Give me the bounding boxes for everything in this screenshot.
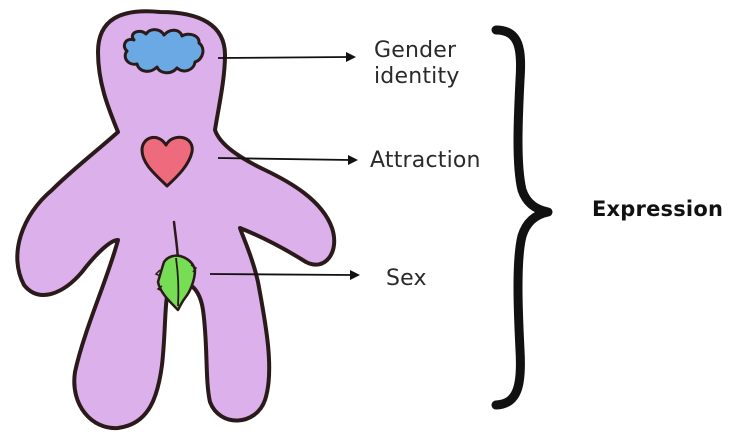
label-expression: Expression xyxy=(592,196,723,222)
label-gender-identity-line2: identity xyxy=(374,64,460,90)
curly-brace xyxy=(496,30,548,405)
body-silhouette xyxy=(17,11,334,428)
label-gender-identity-line1: Gender xyxy=(374,38,460,64)
label-gender-identity: Gender identity xyxy=(374,38,460,90)
label-attraction: Attraction xyxy=(370,148,481,174)
label-sex: Sex xyxy=(386,266,427,292)
arrow-gender-identity xyxy=(218,52,356,62)
